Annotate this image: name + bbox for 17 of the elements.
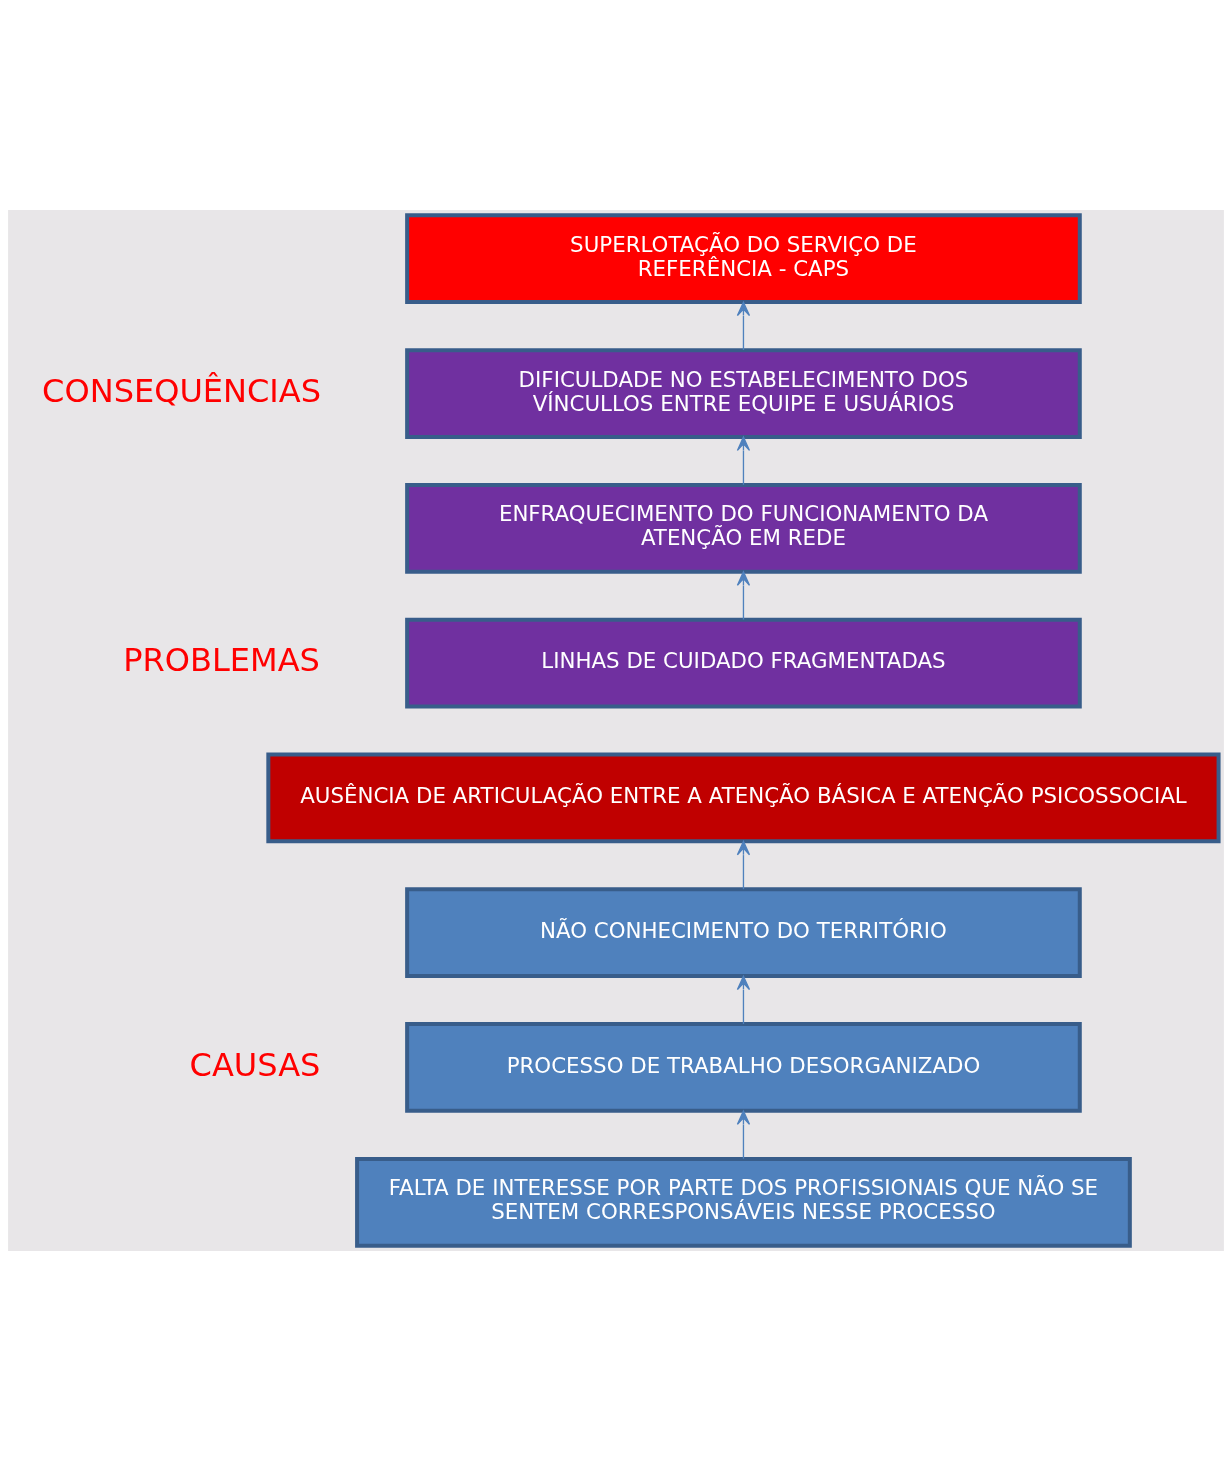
node-box: LINHAS DE CUIDADO FRAGMENTADAS xyxy=(405,617,1082,709)
label: CONSEQUÊNCIAS xyxy=(42,371,322,410)
arrow xyxy=(736,975,751,1025)
arrow xyxy=(736,1110,751,1160)
node-box: AUSÊNCIA DE ARTICULAÇÃO ENTRE A ATENÇÃO BÁSICA E ATENÇÃO PSICOSSOCIAL xyxy=(266,752,1221,844)
arrow xyxy=(736,571,751,621)
arrow xyxy=(736,436,751,486)
node-box: SUPERLOTAÇÃO DO SERVIÇO DE REFERÊNCIA - CAPS xyxy=(405,213,1082,305)
node-box: DIFICULDADE NO ESTABELECIMENTO DOS VÍNCULLOS ENTRE EQUIPE E USUÁRIOS xyxy=(405,348,1082,439)
node-box: FALTA DE INTERESSE POR PARTE DOS PROFISSIONAIS QUE NÃO SE SENTEM CORRESPONSÁVEIS NESSE PROCESSO xyxy=(355,1156,1132,1248)
node-box: PROCESSO DE TRABALHO DESORGANIZADO xyxy=(405,1022,1082,1113)
node-box: ENFRAQUECIMENTO DO FUNCIONAMENTO DA ATENÇÃO EM REDE xyxy=(405,482,1082,574)
label: PROBLEMAS xyxy=(123,641,320,680)
node-box: NÃO CONHECIMENTO DO TERRITÓRIO xyxy=(405,887,1082,979)
arrow xyxy=(736,840,751,890)
arrow xyxy=(736,301,751,351)
label: CAUSAS xyxy=(189,1045,321,1084)
